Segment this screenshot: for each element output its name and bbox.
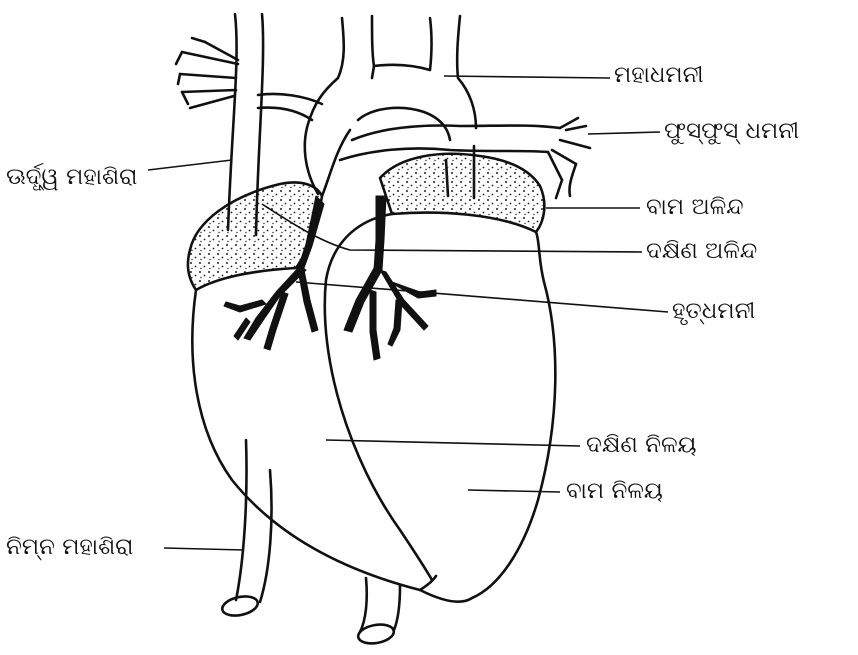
label-coronary-artery: ହୃତ୍‌ଧମନୀ xyxy=(672,300,755,323)
label-pulmonary-artery: ଫୁସ୍‌ଫୁସ୍‌ ଧମନୀ xyxy=(664,120,799,143)
inferior-vena-cava xyxy=(221,440,272,619)
label-aorta: ମହାଧମନୀ xyxy=(614,64,704,87)
label-left-ventricle: ବାମ ନିଳୟ xyxy=(566,480,663,503)
label-superior-vena-cava: ଊର୍ଦ୍ଧ୍ୱ ମହାଶିରା xyxy=(6,166,137,189)
label-right-ventricle: ଦକ୍ଷିଣ ନିଳୟ xyxy=(586,434,697,457)
descending-aorta xyxy=(357,578,400,646)
label-right-atrium: ଦକ୍ଷିଣ ଅଳିନ୍ଦ xyxy=(646,240,757,263)
brachiocephalic-vessel xyxy=(258,94,322,104)
label-inferior-vena-cava: ନିମ୍ନ ମହାଶିରା xyxy=(6,536,133,559)
label-left-atrium: ବାମ ଅଳିନ୍ଦ xyxy=(646,196,744,219)
left-atrium xyxy=(380,154,544,232)
